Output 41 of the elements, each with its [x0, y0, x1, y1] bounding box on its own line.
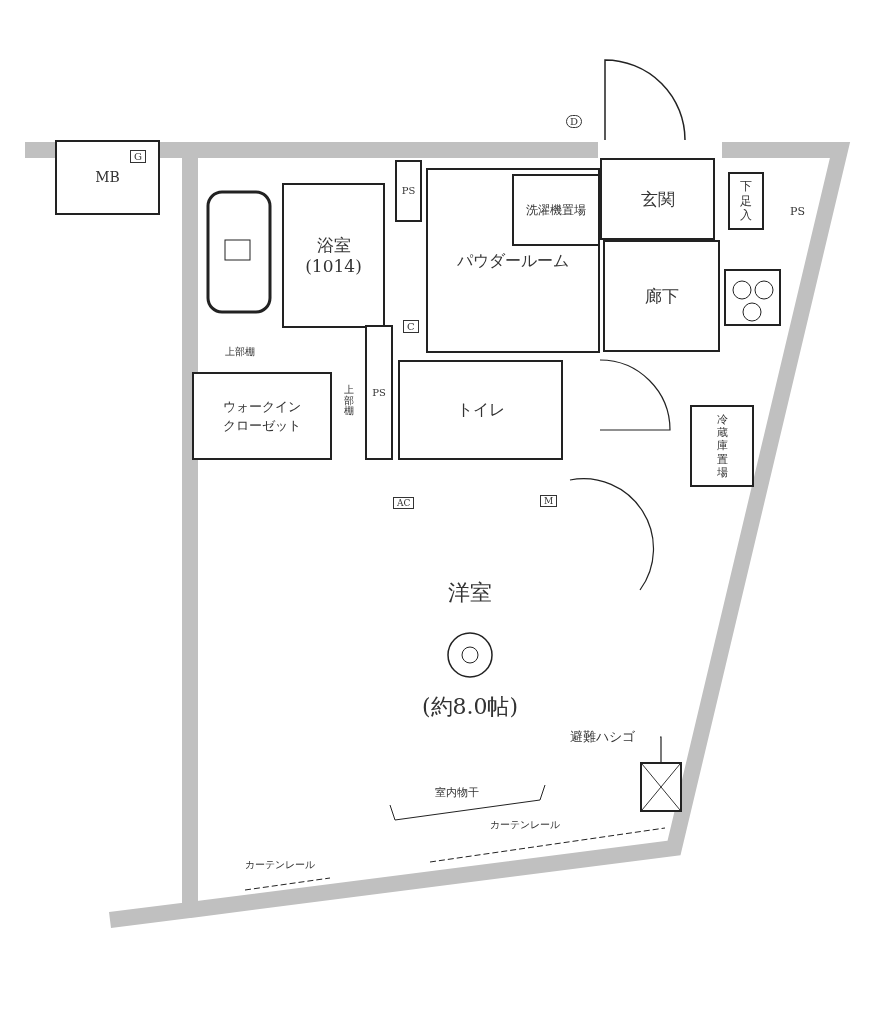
- room-name: PS: [372, 386, 386, 399]
- symbol-label: C: [403, 320, 419, 333]
- room-name: 洋室: [448, 580, 492, 607]
- closet-box: [192, 372, 332, 460]
- text-label: PS: [790, 205, 805, 218]
- room-box: [398, 360, 563, 460]
- text-label: カーテンレール: [490, 818, 560, 832]
- laundry-space-box: [512, 174, 600, 246]
- symbol-label: M: [540, 495, 558, 507]
- room-box: [282, 183, 385, 328]
- shoe-cabinet-box: [728, 172, 764, 230]
- room-name: トイレ: [456, 400, 505, 420]
- room-name: 玄関: [640, 188, 675, 210]
- room-name: 浴室: [316, 235, 351, 256]
- room-name: 廊下: [644, 285, 679, 307]
- room-name: PS: [401, 185, 416, 197]
- room-size: (1014): [305, 255, 362, 276]
- meter-box: [55, 140, 160, 215]
- text-label: カーテンレール: [245, 858, 315, 872]
- room-name: 下足入: [739, 179, 753, 223]
- text-label: 上部棚: [343, 385, 354, 417]
- room-box: [426, 168, 600, 353]
- room-box: [600, 158, 715, 240]
- pipe-space-box: [395, 160, 422, 222]
- room-size: (約8.0帖): [421, 693, 519, 720]
- room-name: 冷蔵庫置場: [715, 413, 729, 479]
- symbol-label: G: [130, 150, 146, 163]
- hatch-box: [640, 762, 682, 812]
- room-name: パウダールーム: [457, 250, 569, 271]
- callout-text: 避難ハシゴ: [570, 729, 635, 745]
- leader-line: [659, 736, 662, 763]
- symbol-label: AC: [393, 497, 415, 509]
- fridge-space-box: [690, 405, 754, 487]
- room-name: MB: [95, 169, 120, 186]
- room-name: ウォークインクローゼット: [222, 397, 302, 435]
- text-label: 室内物干: [435, 785, 479, 800]
- pipe-space-box: [365, 325, 393, 460]
- room-name: 洗濯機置場: [526, 202, 586, 218]
- symbol-label: D: [566, 115, 583, 128]
- text-label: 上部棚: [225, 345, 255, 359]
- room-box: [603, 240, 720, 352]
